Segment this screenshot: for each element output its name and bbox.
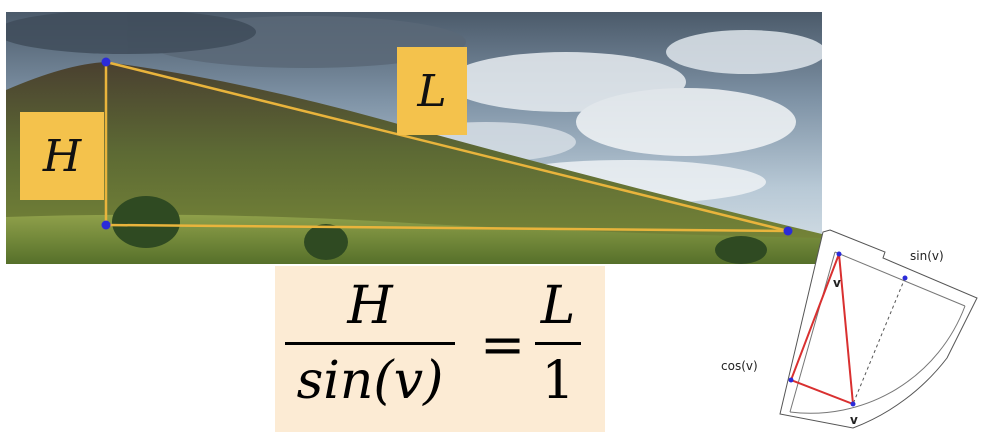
point-top: [101, 57, 111, 67]
label-h: H: [42, 130, 82, 182]
equals-sign: =: [480, 313, 526, 376]
label-l: L: [417, 65, 447, 117]
point-v-bottom: [850, 401, 856, 407]
radius-top: [834, 251, 966, 307]
point-right-angle: [101, 220, 111, 230]
angle-label-top: v: [833, 276, 841, 290]
trees: [112, 196, 767, 264]
point-far: [783, 226, 793, 236]
label-h-box: H: [20, 112, 104, 200]
trig-diagram: sin(v) cos(v) v v: [715, 228, 985, 432]
radius-left: [789, 251, 836, 413]
trig-diagram-svg: sin(v) cos(v) v v: [721, 229, 978, 429]
cos-label: cos(v): [721, 359, 758, 373]
formula-box: H sin(v) = L 1: [275, 266, 605, 432]
left-numerator: H: [347, 276, 393, 336]
point-sin: [902, 275, 908, 281]
hill: [6, 62, 822, 264]
sin-dashed-line: [852, 277, 906, 405]
right-denominator: 1: [541, 351, 575, 411]
triangle-overlay: [101, 57, 793, 236]
left-fraction-bar: [285, 342, 455, 345]
triangle-side-l: [105, 60, 789, 233]
left-denominator: sin(v): [296, 351, 444, 411]
label-l-box: L: [397, 47, 467, 135]
red-triangle: [789, 253, 855, 406]
sin-label: sin(v): [910, 249, 944, 263]
arc: [789, 305, 966, 414]
right-fraction-bar: [535, 342, 581, 345]
point-v-top: [836, 251, 842, 257]
right-fraction: L 1: [535, 280, 581, 407]
angle-label-bottom: v: [850, 413, 858, 427]
left-fraction: H sin(v): [285, 280, 455, 407]
triangle-base: [105, 223, 789, 233]
point-corner: [788, 377, 794, 383]
right-numerator: L: [540, 276, 576, 336]
